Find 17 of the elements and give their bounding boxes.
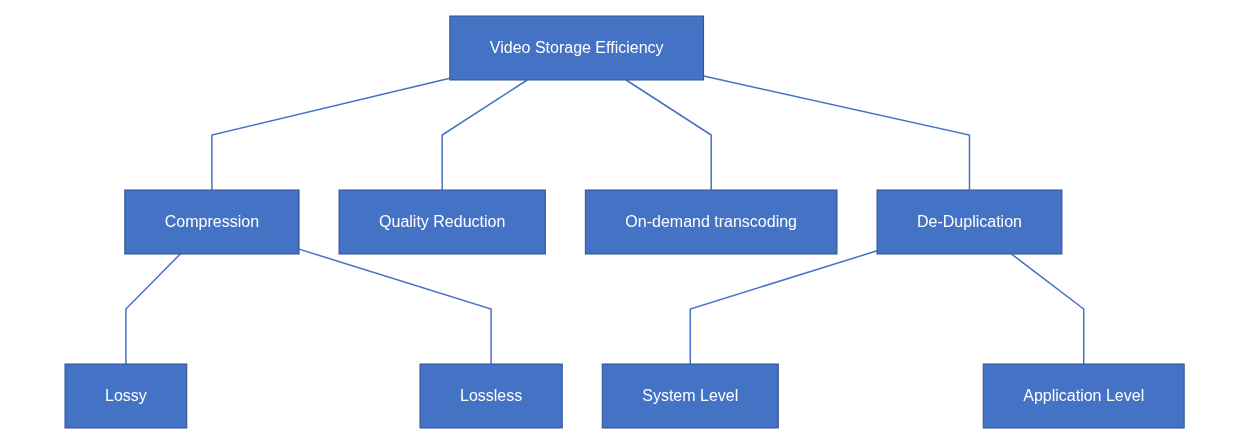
connector [125,253,181,365]
node-box: System Level [601,363,779,429]
node-box: Video Storage Efficiency [449,15,704,81]
node-box: Lossless [419,363,563,429]
connector [689,250,878,365]
node-box: On-demand transcoding [584,189,838,255]
node-box: Application Level [982,363,1185,429]
node-box: Lossy [64,363,188,429]
node-box: Quality Reduction [338,189,546,255]
node-box: De-Duplication [876,189,1063,255]
connector [625,79,712,191]
connector [441,79,528,191]
connector [702,75,971,191]
connector [298,248,492,365]
connector [211,77,451,191]
connector [1010,253,1085,365]
node-box: Compression [124,189,300,255]
